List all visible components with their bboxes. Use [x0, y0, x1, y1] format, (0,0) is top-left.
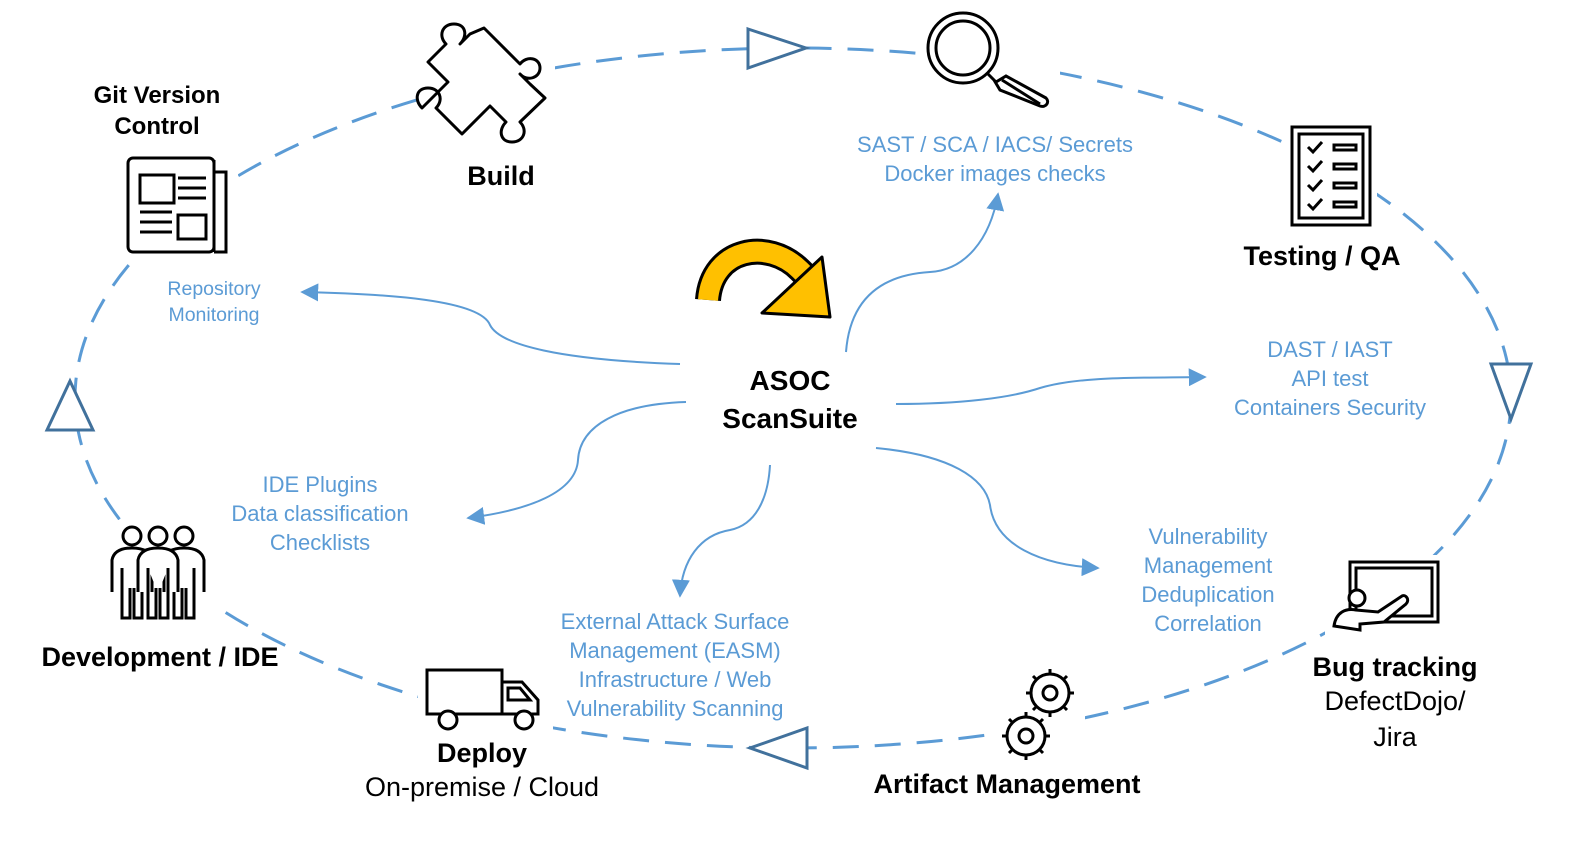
connector-repo: [300, 283, 681, 365]
puzzle-piece-icon: [415, 22, 547, 144]
stage-bug-tracking-sub2: Jira: [1373, 722, 1417, 752]
center-title: ASOC ScanSuite: [690, 362, 890, 438]
stage-build-label: Build: [467, 161, 535, 191]
checklist-icon: [1290, 125, 1372, 227]
truck-icon: [425, 668, 540, 731]
stage-development-label: Development / IDE: [41, 642, 279, 672]
feature-sast-line: SAST / SCA / IACS/ Secrets: [857, 132, 1133, 157]
feature-dast-line: Containers Security: [1234, 395, 1426, 420]
stage-bug-tracking-label: Bug tracking DefectDojo/ Jira: [1275, 651, 1515, 755]
presenter-board-icon: [1332, 560, 1440, 632]
feature-dast: DAST / IAST API test Containers Security: [1210, 335, 1450, 422]
stage-git-line1: Git Version: [93, 82, 221, 109]
feature-easm-line: Infrastructure / Web: [578, 667, 772, 692]
curved-arrow-icon: [695, 238, 832, 319]
magnifier-icon: [926, 11, 1050, 108]
stage-testing-label: Testing / QA: [1243, 241, 1401, 271]
feature-easm-line: Management (EASM): [569, 638, 781, 663]
stage-bug-tracking-title: Bug tracking: [1312, 652, 1478, 682]
stage-git-line2: Control: [114, 113, 200, 140]
team-icon: [110, 525, 206, 620]
feature-ide-line: IDE Plugins: [262, 472, 378, 497]
feature-easm-line: Vulnerability Scanning: [566, 696, 784, 721]
stage-git-label: Git Version Control: [57, 80, 257, 142]
connector-dast: [895, 368, 1207, 405]
connector-ide: [466, 401, 687, 525]
cycle-arrowhead-top: [746, 26, 811, 71]
feature-vuln-line: Management: [1143, 553, 1273, 578]
newspaper-icon: [126, 156, 228, 254]
feature-vuln-line: Correlation: [1154, 611, 1262, 636]
feature-sast-line: Docker images checks: [884, 161, 1106, 186]
feature-dast-line: API test: [1291, 366, 1369, 391]
feature-vuln-line: Deduplication: [1141, 582, 1275, 607]
cycle-arrowhead-left: [44, 377, 96, 432]
feature-easm: External Attack Surface Management (EASM…: [530, 607, 820, 723]
feature-ide-line: Data classification: [231, 501, 409, 526]
feature-repo-line: Repository: [167, 278, 261, 300]
connector-vuln: [875, 447, 1100, 577]
feature-easm-line: External Attack Surface: [560, 609, 790, 634]
gears-icon: [1002, 669, 1074, 760]
feature-sast: SAST / SCA / IACS/ Secrets Docker images…: [820, 130, 1170, 188]
feature-vuln: Vulnerability Management Deduplication C…: [1108, 522, 1308, 638]
connector-sast: [845, 192, 1005, 353]
feature-repo-line: Monitoring: [168, 304, 260, 326]
stage-artifact-label: Artifact Management: [873, 769, 1141, 799]
feature-ide: IDE Plugins Data classification Checklis…: [210, 470, 430, 557]
connector-easm: [671, 464, 771, 598]
center-title-line1: ASOC: [749, 365, 831, 396]
feature-ide-line: Checklists: [269, 530, 371, 555]
feature-vuln-line: Vulnerability: [1148, 524, 1268, 549]
stage-deploy-sub: On-premise / Cloud: [364, 772, 600, 802]
stage-deploy-label: Deploy On-premise / Cloud: [332, 737, 632, 805]
cycle-arrowhead-right: [1488, 362, 1534, 424]
center-title-line2: ScanSuite: [722, 403, 858, 434]
cycle-arrowhead-bottom: [745, 725, 809, 771]
feature-dast-line: DAST / IAST: [1267, 337, 1393, 362]
stage-deploy-title: Deploy: [436, 738, 528, 768]
feature-repo: Repository Monitoring: [134, 276, 294, 328]
stage-bug-tracking-sub1: DefectDojo/: [1324, 686, 1466, 716]
